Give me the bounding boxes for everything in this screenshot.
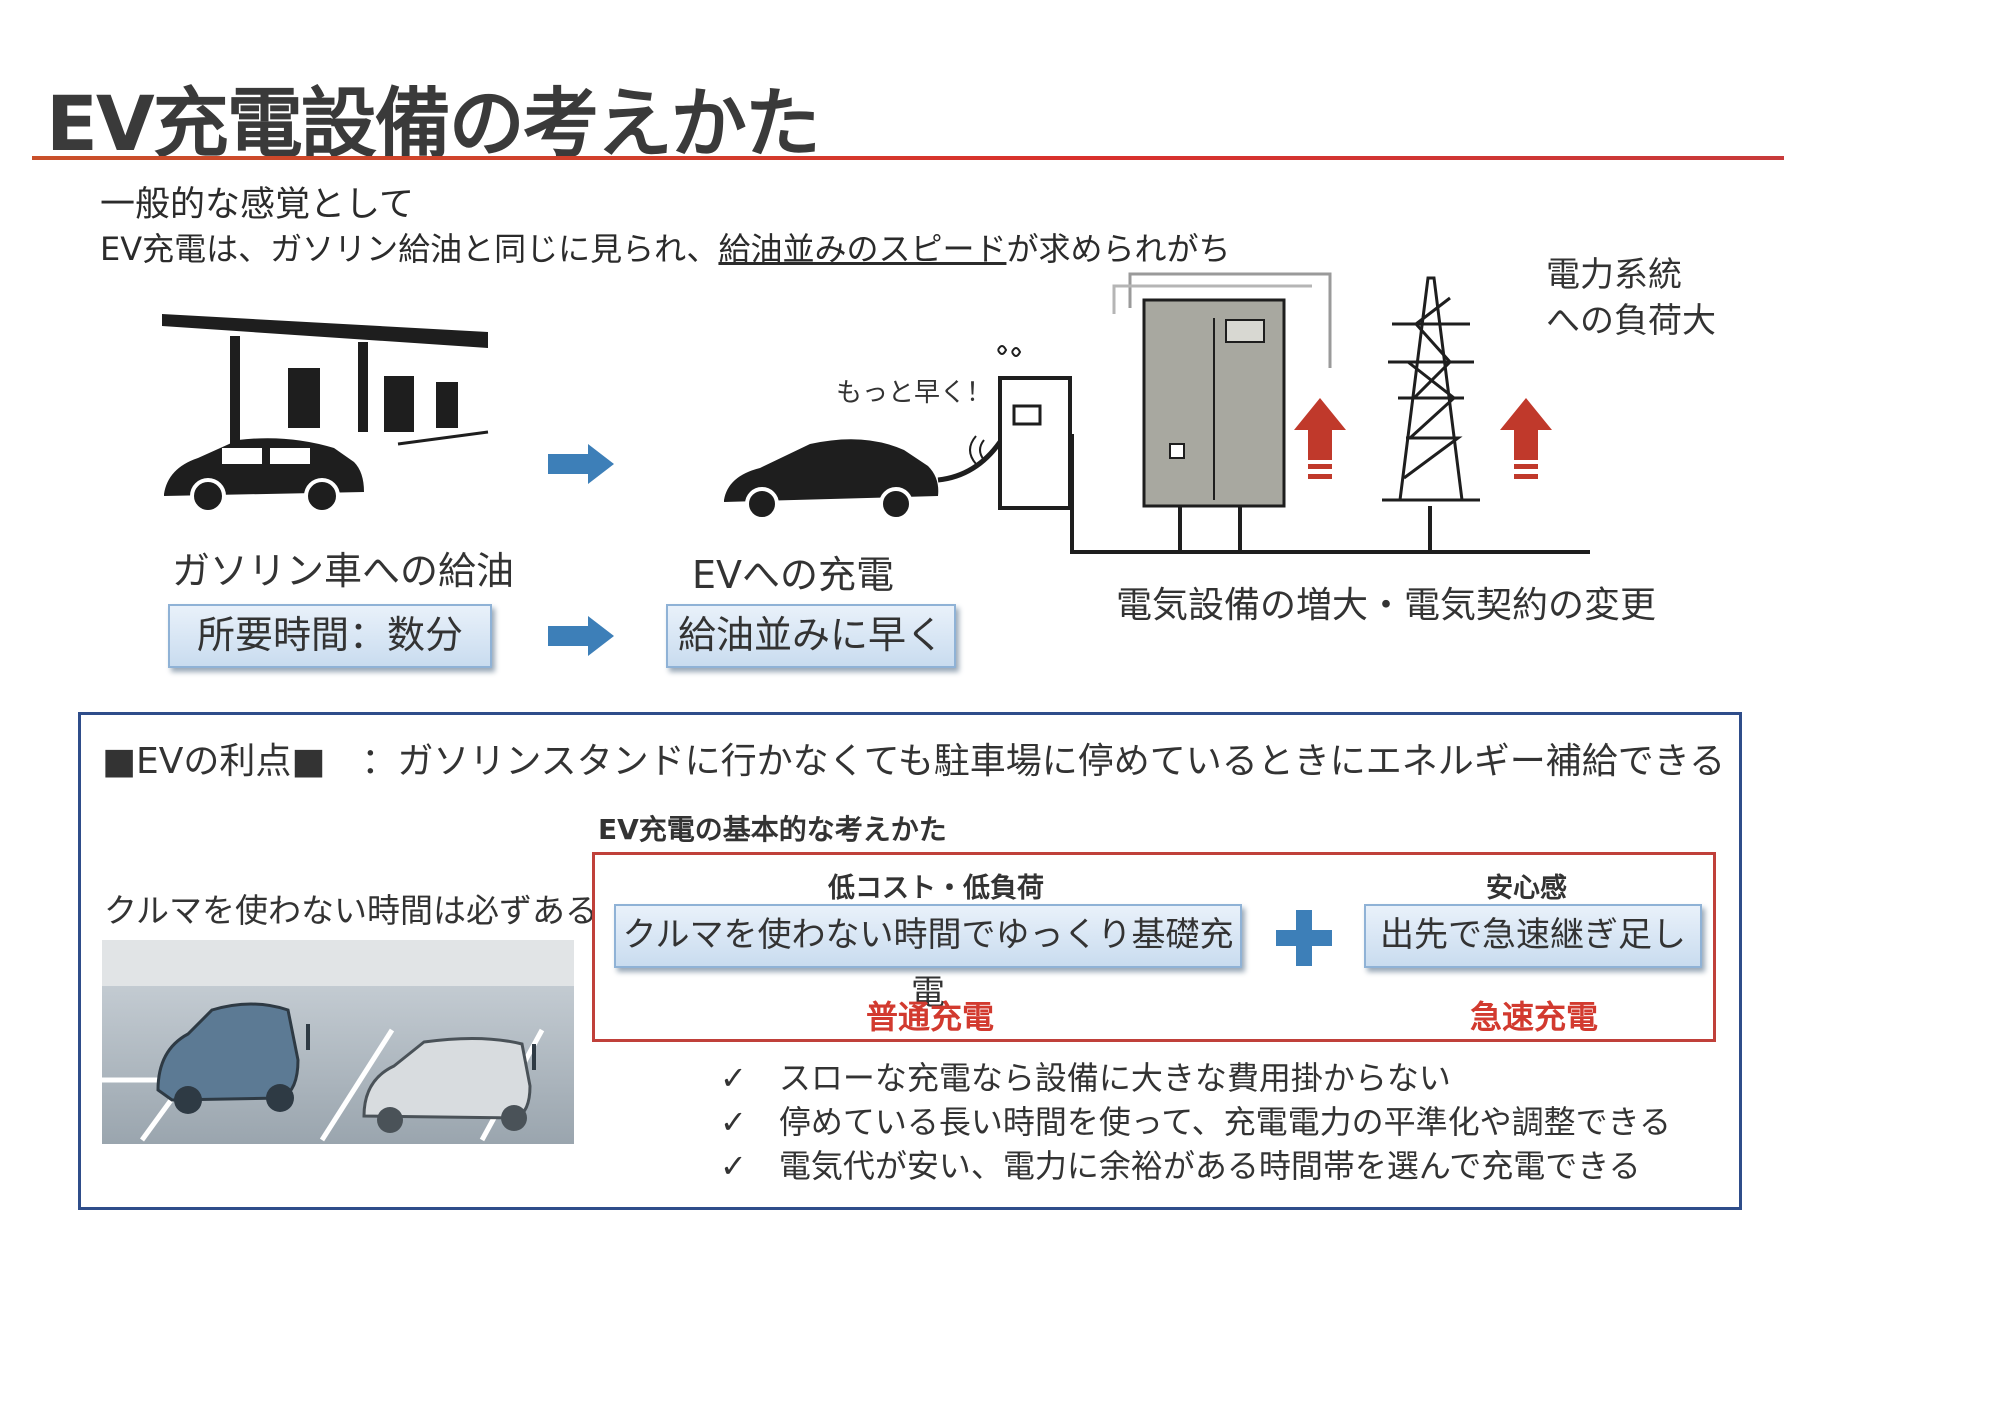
arrow-right-icon <box>548 616 614 656</box>
title-underline <box>32 156 1784 160</box>
fast-topup-box: 出先で急速継ぎ足し <box>1364 904 1702 968</box>
page-title: EV充電設備の考えかた <box>46 79 821 168</box>
check-icon: ✓ <box>720 1103 747 1141</box>
gasoline-time-box: 所要時間：数分 <box>168 604 492 668</box>
ev-speed-box: 給油並みに早く <box>666 604 956 668</box>
parking-lot-illustration <box>102 940 574 1144</box>
ev-charging-illustration <box>724 345 1072 521</box>
ev-advantage-panel <box>78 712 1742 1210</box>
speech-more-faster: もっと早く！ <box>836 378 993 408</box>
arrow-right-icon <box>548 444 614 484</box>
list-item: ✓ スローな充電なら設備に大きな費用掛からない <box>720 1059 1451 1097</box>
parking-note: クルマを使わない時間は必ずある <box>104 891 599 930</box>
grid-load-label: 電力系統への負荷大 <box>1546 255 1716 341</box>
normal-charge-label: 普通充電 <box>866 998 995 1036</box>
intro-line-2: EV充電は、ガソリン給油と同じに見られ、給油並みのスピードが求められがち <box>100 230 1231 268</box>
concept-frame <box>592 852 1716 1042</box>
panel-header: ■EVの利点■ ：ガソリンスタンドに行かなくても駐車場に停めているときにエネルギ… <box>102 741 1726 782</box>
right-concept-head: 安心感 <box>1486 873 1567 904</box>
check-icon: ✓ <box>720 1059 747 1097</box>
equipment-caption: 電気設備の増大・電気契約の変更 <box>1116 585 1657 626</box>
check-icon: ✓ <box>720 1147 747 1185</box>
slow-charge-box: クルマを使わない時間でゆっくり基礎充電 <box>614 904 1242 1013</box>
intro-underlined-phrase: 給油並みのスピード <box>718 230 1007 268</box>
ev-charge-label: EVへの充電 <box>692 553 895 597</box>
gasoline-refuel-label: ガソリン車への給油 <box>172 549 515 593</box>
left-concept-head: 低コスト・低負荷 <box>828 873 1044 904</box>
benefit-list: ✓ スローな充電なら設備に大きな費用掛からない ✓ 停めている長い時間を使って、… <box>720 1056 1671 1188</box>
intro-line-1: 一般的な感覚として <box>100 185 414 225</box>
concept-title: EV充電の基本的な考えかた <box>598 813 947 846</box>
plus-icon <box>1276 910 1332 966</box>
power-equipment-illustration <box>1070 272 1590 554</box>
rapid-charge-label: 急速充電 <box>1470 998 1599 1036</box>
gas-station-illustration <box>162 314 489 514</box>
list-item: ✓ 電気代が安い、電力に余裕がある時間帯を選んで充電できる <box>720 1147 1641 1185</box>
list-item: ✓ 停めている長い時間を使って、充電電力の平準化や調整できる <box>720 1103 1671 1141</box>
